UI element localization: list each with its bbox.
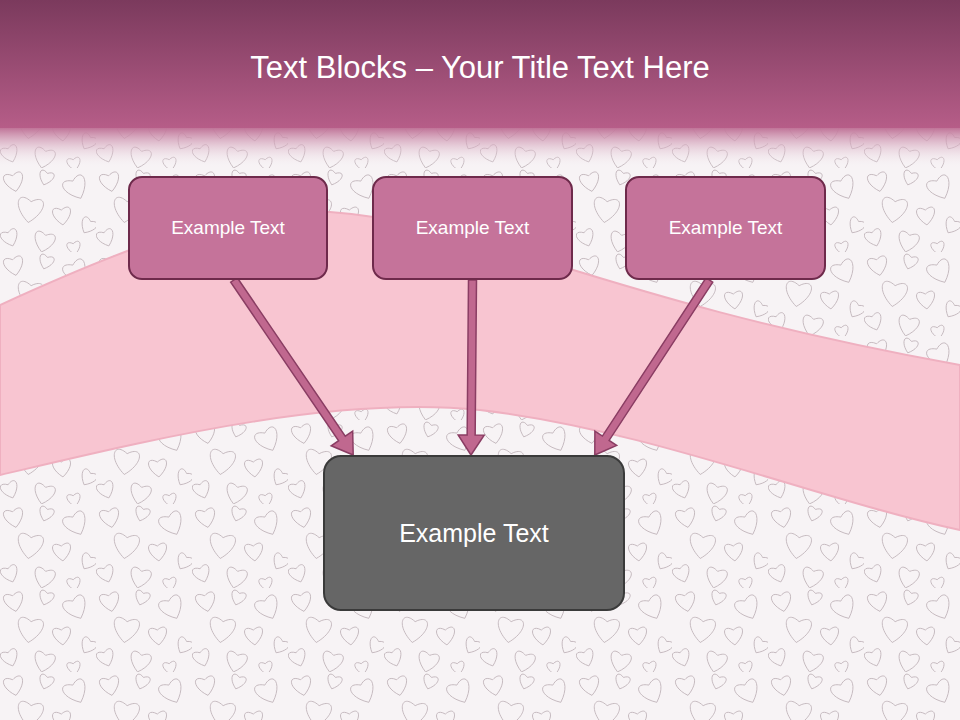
box-text: Example Text bbox=[416, 217, 530, 239]
result-box: Example Text bbox=[323, 455, 625, 611]
title-bar-fade bbox=[0, 128, 960, 168]
box-text: Example Text bbox=[669, 217, 783, 239]
text-box: Example Text bbox=[625, 176, 826, 280]
block-arrow bbox=[458, 280, 484, 455]
text-box: Example Text bbox=[128, 176, 328, 280]
box-text: Example Text bbox=[399, 519, 549, 548]
box-text: Example Text bbox=[171, 217, 285, 239]
block-arrow bbox=[231, 278, 354, 455]
block-arrow bbox=[595, 278, 713, 455]
text-box: Example Text bbox=[372, 176, 573, 280]
slide-title: Text Blocks – Your Title Text Here bbox=[0, 50, 960, 86]
title-bar bbox=[0, 0, 960, 128]
